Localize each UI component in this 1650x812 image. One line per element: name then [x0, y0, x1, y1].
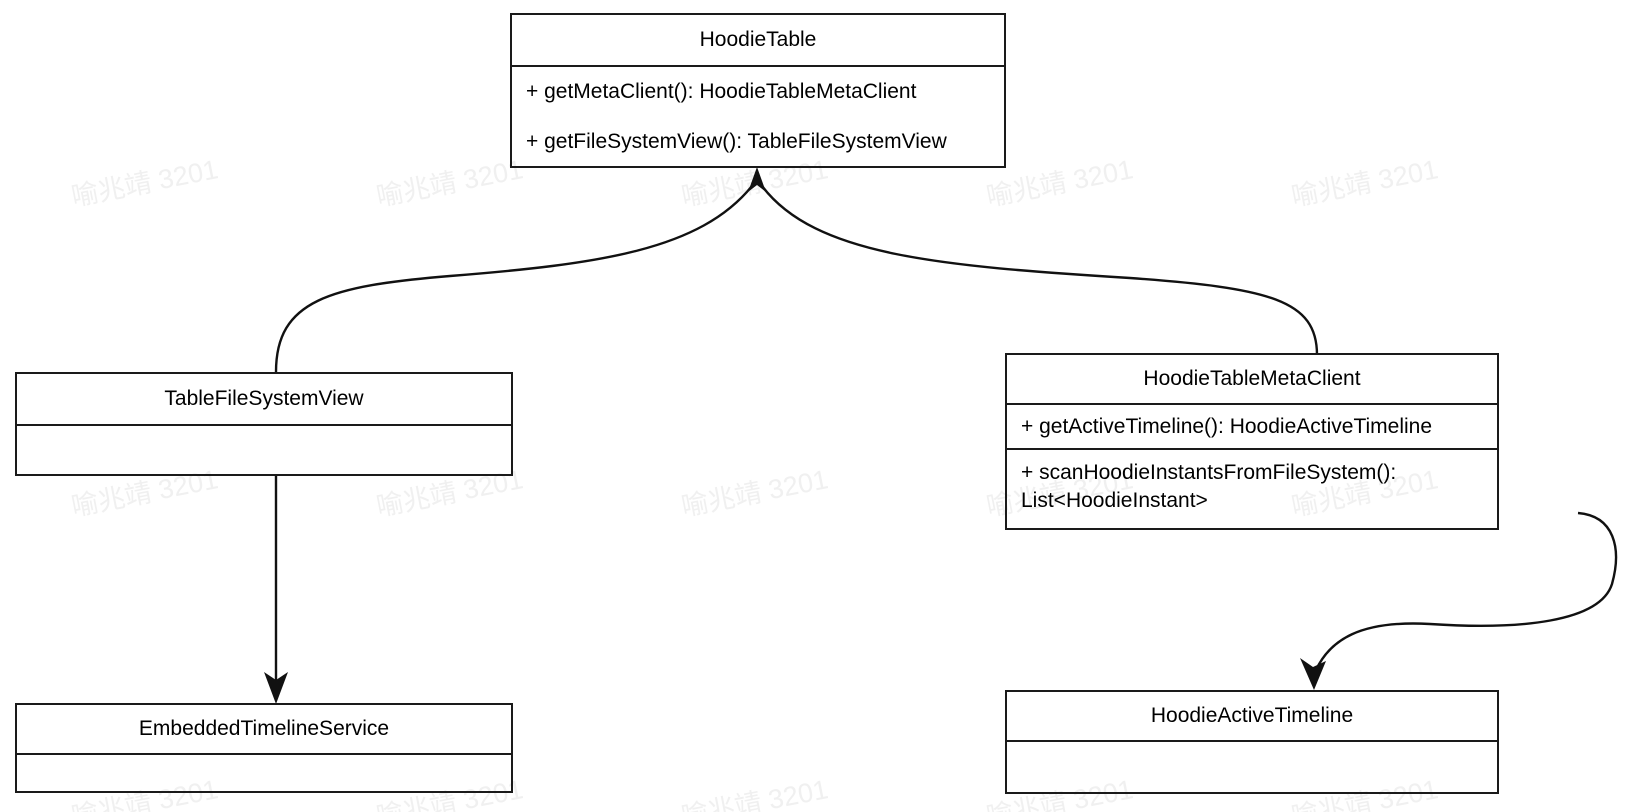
class-compartment-empty-table-file-system-view [17, 426, 511, 474]
class-method-get-active-timeline: + getActiveTimeline(): HoodieActiveTimel… [1007, 405, 1497, 450]
class-box-hoodie-table[interactable]: HoodieTable + getMetaClient(): HoodieTab… [510, 13, 1006, 168]
class-method-scan-hoodie-instants: + scanHoodieInstantsFromFileSystem(): Li… [1007, 450, 1497, 528]
class-title-hoodie-table-meta-client: HoodieTableMetaClient [1007, 355, 1497, 405]
class-compartment-empty-embedded-timeline-service [17, 755, 511, 791]
class-box-hoodie-active-timeline[interactable]: HoodieActiveTimeline [1005, 690, 1499, 794]
watermark-text: 喻兆靖 3201 [678, 774, 831, 812]
class-method-scan-hoodie-instants-line2: List<HoodieInstant> [1021, 488, 1208, 512]
class-method-get-meta-client: + getMetaClient(): HoodieTableMetaClient [526, 80, 917, 103]
class-compartment-empty-hoodie-active-timeline [1007, 742, 1497, 792]
class-method-scan-hoodie-instants-line1: + scanHoodieInstantsFromFileSystem(): [1021, 461, 1397, 484]
edge-tablefilesystemview-to-hoodietable [274, 185, 753, 373]
class-box-hoodie-table-meta-client[interactable]: HoodieTableMetaClient + getActiveTimelin… [1005, 353, 1499, 530]
arrowhead-into-hoodieactivetimeline [1300, 658, 1326, 690]
edge-metaclient-to-hoodietable [761, 185, 1319, 356]
class-title-hoodie-active-timeline: HoodieActiveTimeline [1007, 692, 1497, 742]
arrowhead-into-embeddedtimelineservice [264, 672, 288, 704]
class-box-table-file-system-view[interactable]: TableFileSystemView [15, 372, 513, 476]
watermark-text: 喻兆靖 3201 [678, 464, 831, 523]
class-title-table-file-system-view: TableFileSystemView [17, 374, 511, 426]
watermark-text: 喻兆靖 3201 [1288, 154, 1441, 213]
watermark-text: 喻兆靖 3201 [373, 154, 526, 213]
class-title-embedded-timeline-service: EmbeddedTimelineService [17, 705, 511, 755]
class-method-get-file-system-view: + getFileSystemView(): TableFileSystemVi… [526, 129, 947, 153]
class-title-hoodie-table: HoodieTable [512, 15, 1004, 67]
watermark-text: 喻兆靖 3201 [68, 154, 221, 213]
arrowhead-into-hoodietable [748, 167, 766, 192]
class-box-embedded-timeline-service[interactable]: EmbeddedTimelineService [15, 703, 513, 793]
edge-metaclient-to-hoodieactivetimeline [1314, 511, 1618, 671]
